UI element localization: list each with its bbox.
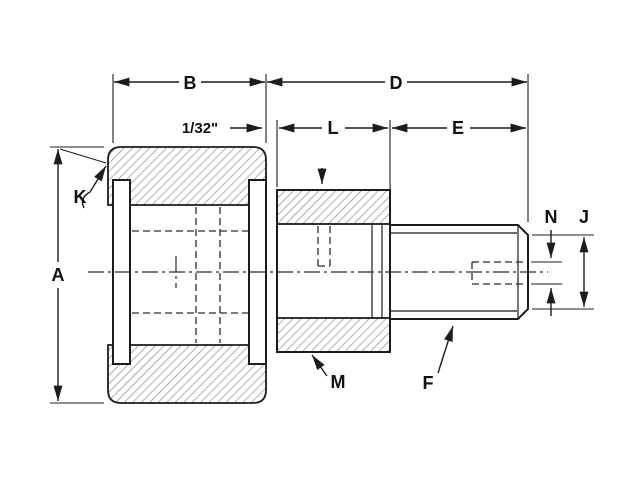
flange-bottom-cut [276, 317, 391, 353]
dim-K: K [74, 165, 107, 209]
flange-top-cut [276, 189, 391, 225]
dim-B: B [114, 73, 265, 93]
dim-L: L [279, 118, 388, 138]
label-B: B [184, 73, 197, 93]
label-M: M [331, 372, 346, 392]
roller-body [107, 146, 267, 404]
dim-D: D [267, 73, 527, 93]
label-K: K [74, 187, 87, 207]
dim-J: J [579, 207, 589, 307]
dim-A: A [52, 149, 65, 401]
label-J: J [579, 207, 589, 227]
roller-outer-ring-top-section [107, 146, 267, 206]
label-L: L [328, 118, 339, 138]
label-A: A [52, 265, 65, 285]
dim-N: N [545, 207, 558, 316]
extension-lines [50, 74, 594, 404]
dim-gap: 1/32" [182, 120, 262, 137]
label-F: F [423, 373, 434, 393]
label-E: E [452, 118, 464, 138]
stud-flange-section [276, 168, 391, 353]
label-N: N [545, 207, 558, 227]
dim-F: F [423, 325, 454, 393]
label-gap: 1/32" [182, 120, 218, 137]
dim-M: M [311, 354, 346, 392]
dim-E: E [392, 118, 526, 138]
label-D: D [390, 73, 403, 93]
roller-outer-ring-bottom-section [107, 344, 267, 404]
ext-corner-tangent [59, 148, 107, 164]
